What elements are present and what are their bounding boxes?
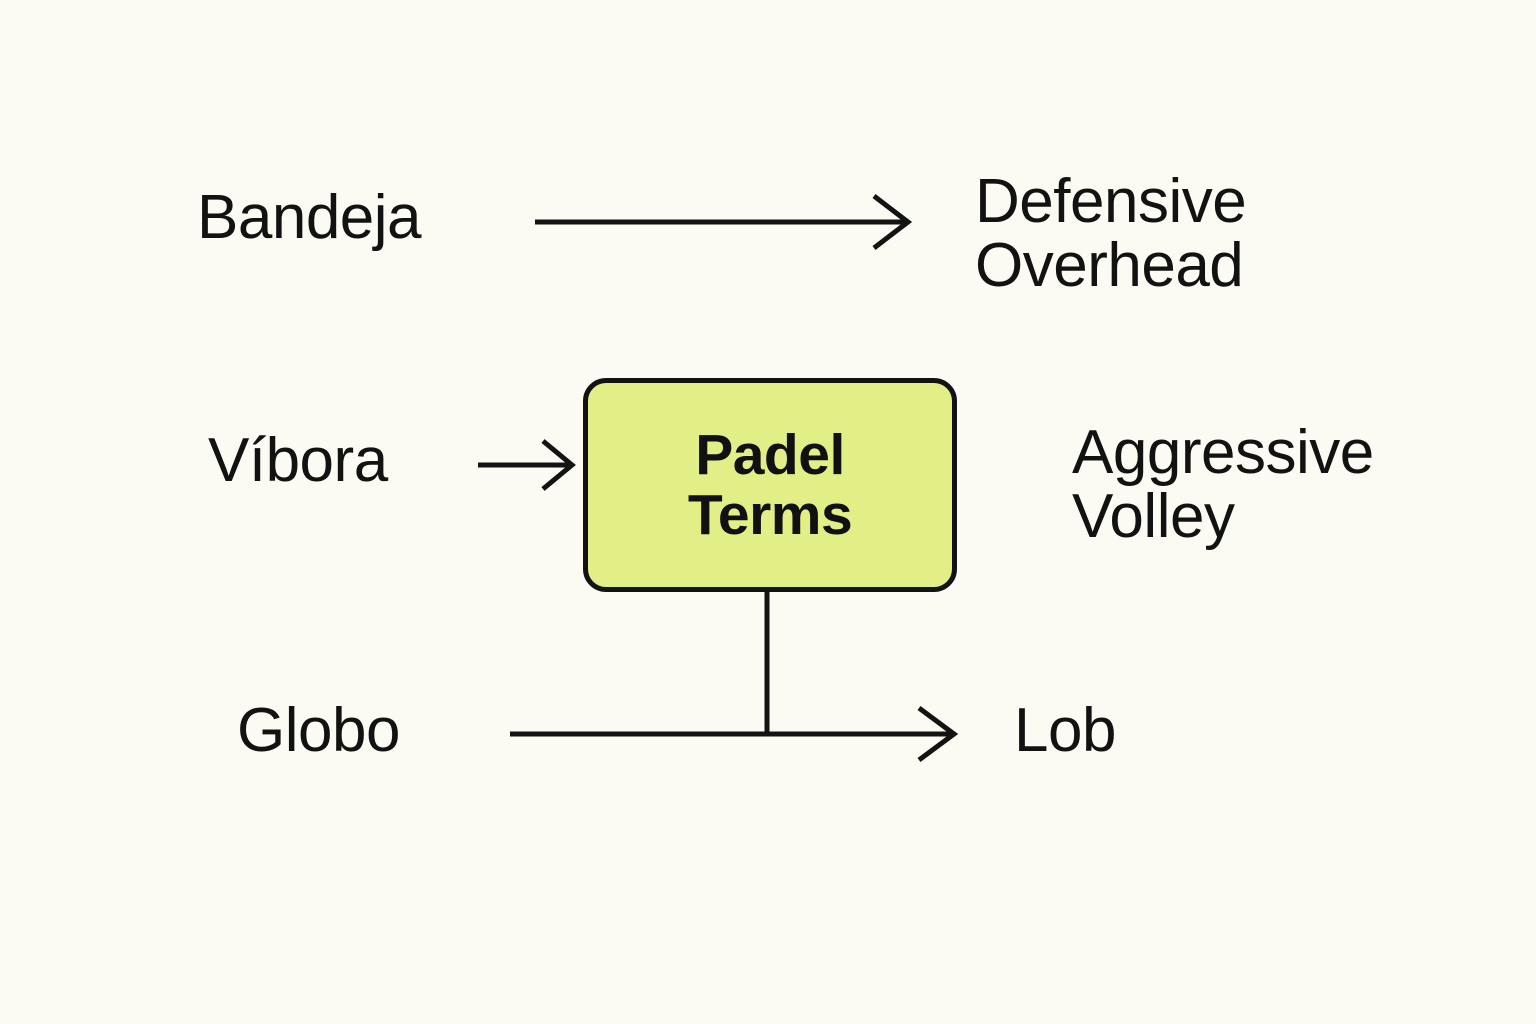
node-label-lob[interactable]: Lob: [1014, 696, 1116, 765]
edge-globo-to-lob: [510, 705, 959, 763]
edge-vibora-to-padel-terms: [478, 439, 576, 491]
node-label-vibora[interactable]: Víbora: [208, 426, 388, 495]
center-node-label: Padel Terms: [687, 422, 853, 547]
node-label-aggressive-volley[interactable]: Aggressive Volley: [1072, 418, 1374, 551]
node-label-globo[interactable]: Globo: [237, 696, 400, 765]
node-label-bandeja[interactable]: Bandeja: [197, 183, 422, 252]
node-label-defensive-overhead[interactable]: Defensive Overhead: [975, 167, 1247, 300]
edge-bandeja-to-defensive-overhead: [535, 194, 913, 250]
center-node-padel-terms[interactable]: Padel Terms: [583, 378, 957, 592]
